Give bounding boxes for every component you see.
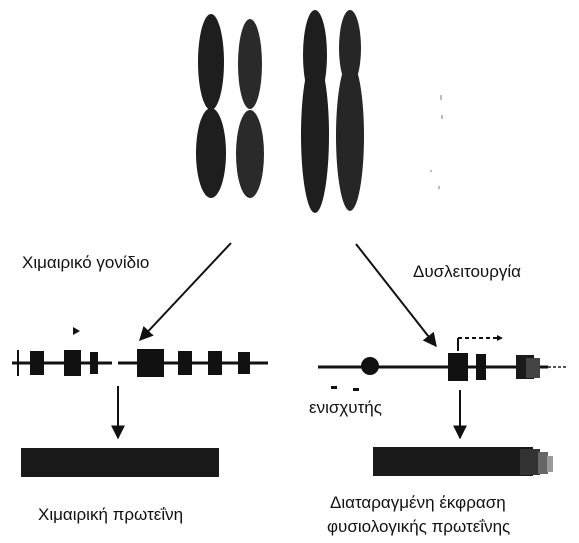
chromosome-1 [196, 14, 226, 198]
arrow-to-chimeric-gene [140, 243, 231, 340]
dysfunction-label: Δυσλειτουργία [413, 262, 521, 282]
chromosome-2 [236, 19, 264, 198]
chimeric-protein-bar [21, 448, 219, 477]
chimeric-protein-label: Χιμαιρική πρωτεΐνη [38, 505, 183, 525]
disordered-expression-label-line1: Διαταραγμένη έκφραση [330, 493, 506, 513]
enhancer-label: ενισχυτής [309, 398, 382, 418]
normal-protein-bar [373, 447, 553, 476]
chromosome-4 [336, 10, 364, 211]
disordered-expression-label-line2: φυσιολογικής πρωτεΐνης [327, 517, 510, 537]
arrow-to-normal-gene [356, 244, 436, 346]
normal-gene-structure [318, 335, 568, 391]
chimeric-gene-structure [12, 327, 268, 377]
faint-speckles [430, 95, 443, 189]
chromosome-3 [301, 10, 329, 213]
chimeric-gene-label: Χιμαιρικό γονίδιο [22, 253, 149, 273]
